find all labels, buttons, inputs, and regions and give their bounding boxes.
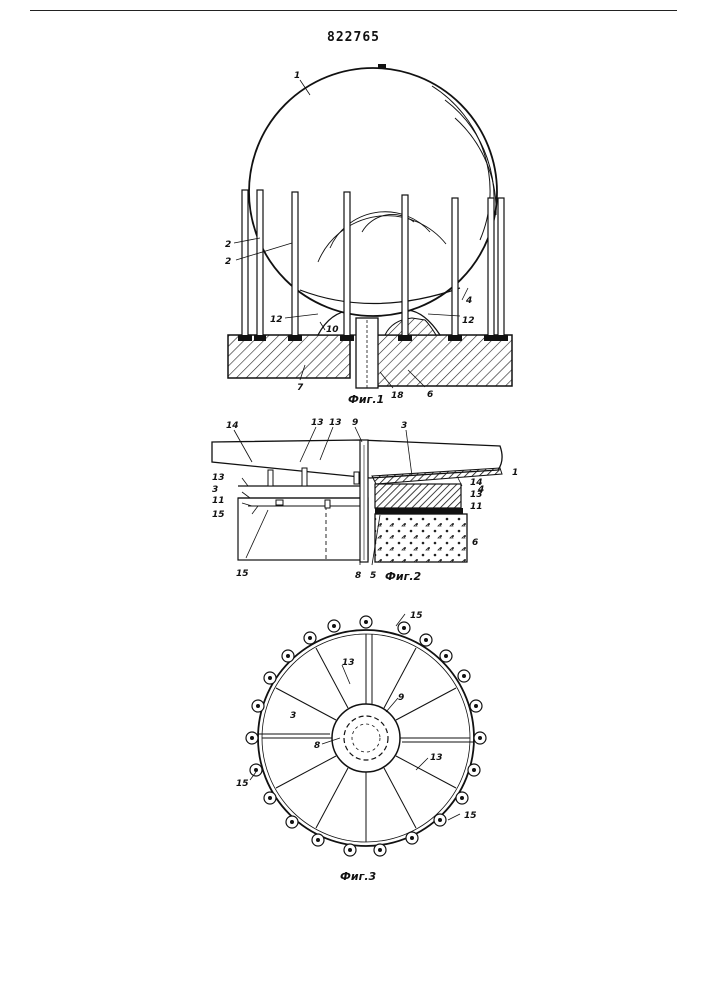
foundation-left	[228, 335, 350, 378]
fig2-caption: Фиг.2	[385, 570, 422, 583]
fig1-label-7: 7	[297, 383, 304, 393]
fig3-label-15c: 15	[464, 811, 477, 821]
spherical-tank	[249, 68, 497, 316]
fig1-label-6: 6	[427, 390, 433, 400]
fig1-label-2a: 2	[225, 240, 231, 250]
fig2-label-13c: 13	[212, 473, 225, 483]
fig2-label-14: 14	[226, 421, 239, 431]
fig3-label-15b: 15	[236, 779, 249, 789]
fig1-label-10: 10	[326, 325, 339, 335]
top-nozzle	[378, 64, 386, 69]
fig2-label-15b: 15	[236, 569, 249, 579]
fig1-label-12a: 12	[270, 315, 283, 325]
fig3-label-9: 9	[398, 693, 404, 703]
fig2-label-15: 15	[212, 510, 225, 520]
fig3-label-8: 8	[314, 741, 320, 751]
fig3-label-3: 3	[290, 711, 296, 721]
figure-2-support-section: 14 13 13 9 3 1 13 3 11 15 4 14 13 11 6 1…	[212, 418, 518, 583]
fig3-label-13a: 13	[342, 658, 355, 668]
fig1-label-4: 4	[465, 296, 472, 306]
fig2-label-1: 1	[512, 468, 518, 478]
fig2-label-3b: 3	[212, 485, 218, 495]
fig2-label-3: 3	[401, 421, 407, 431]
fig2-label-13d: 13	[470, 490, 483, 500]
fig1-caption: Фиг.1	[348, 393, 384, 406]
fig3-label-15a: 15	[410, 611, 423, 621]
fig3-label-13b: 13	[430, 753, 443, 763]
fig2-label-5: 5	[370, 571, 376, 581]
fig2-label-11b: 11	[470, 502, 483, 512]
figure-3-plan-view: 15 13 9 3 8 13 15 15 Фиг.3	[236, 611, 486, 883]
fig2-label-8: 8	[355, 571, 361, 581]
fig1-label-18: 18	[391, 391, 404, 401]
fig1-label-2b: 2	[225, 257, 231, 267]
fig2-label-6: 6	[472, 538, 478, 548]
fig1-label-12b: 12	[462, 316, 475, 326]
fig2-label-14b: 14	[470, 478, 483, 488]
center-hub	[332, 704, 400, 772]
fig2-label-13b: 13	[329, 418, 342, 428]
fig1-label-1: 1	[294, 71, 300, 81]
fig3-caption: Фиг.3	[340, 870, 377, 883]
fig2-label-11: 11	[212, 496, 225, 506]
figure-1-tank-elevation: 1 2 2 4 12 12 10 7 18 6 Фиг.1	[225, 64, 512, 406]
base-plate	[375, 508, 463, 514]
foundation-right	[372, 335, 512, 386]
fig2-label-13a: 13	[311, 418, 324, 428]
fig2-label-9: 9	[352, 418, 358, 428]
insulation-pad	[375, 484, 461, 508]
concrete-foundation	[375, 514, 467, 562]
